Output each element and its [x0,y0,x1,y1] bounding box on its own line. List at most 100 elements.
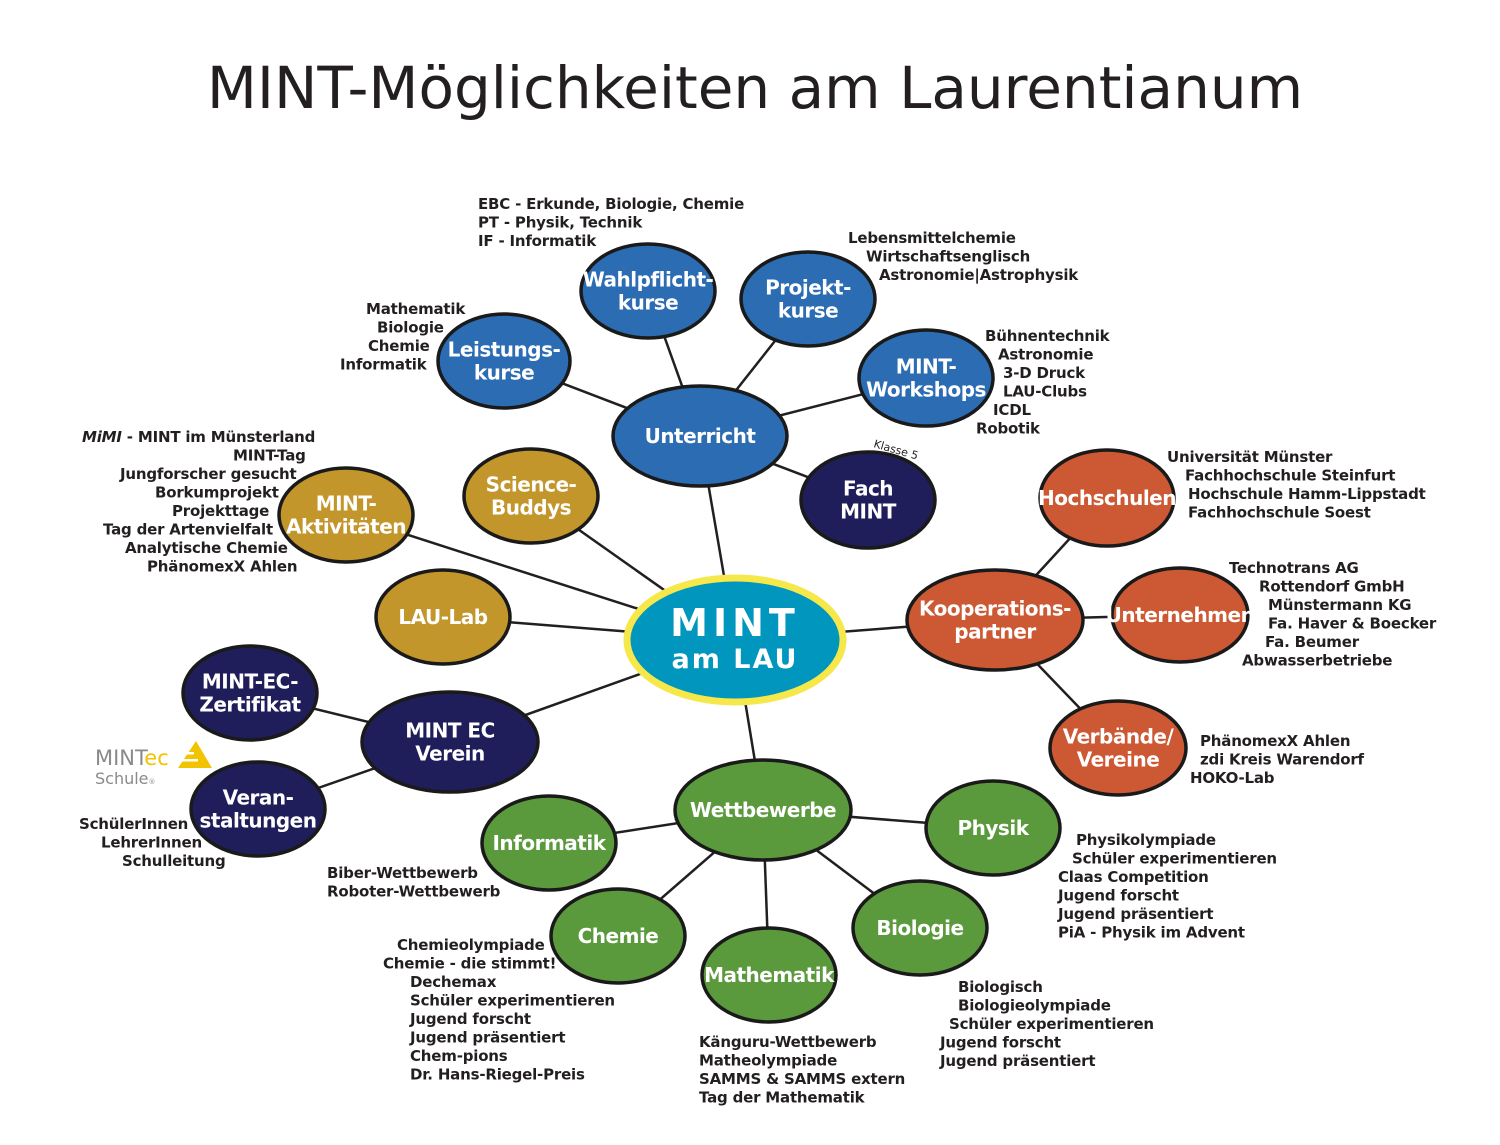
detail-line: Claas Competition [1058,868,1209,886]
detail-line-text: Projekttage [172,502,269,520]
node-verbaende: Verbände/Vereine [1048,699,1188,797]
node-label: Unternehmen [1106,603,1255,627]
detail-line-text: Jugend präsentiert [1057,905,1213,923]
node-label: MINT [840,500,897,524]
detail-line: MiMI - MINT im Münsterland [82,428,315,446]
detail-line-text: Claas Competition [1058,868,1209,886]
detail-line-text: Hochschule Hamm-Lippstadt [1188,485,1426,503]
detail-line-text: Universität Münster [1167,448,1333,466]
node-ellipse [277,466,415,564]
detail-line-text: 3-D Druck [1003,364,1086,382]
detail-line-text: Fachhochschule Steinfurt [1185,467,1395,485]
detail-line-text: Borkumprojekt [155,484,279,502]
node-label: MINT- [316,492,377,516]
node-ellipse [905,568,1085,672]
mintec-logo: MINTec Schule® [95,741,212,788]
svg-text:Schule®: Schule® [95,769,156,788]
node-biologie: Biologie [851,879,989,977]
detail-line: Chemieolympiade [397,936,545,954]
node-physik: Physik [924,779,1062,877]
node-ellipse [851,879,989,977]
node-label: Vereine [1077,748,1160,772]
detail-line: Hochschule Hamm-Lippstadt [1188,485,1426,503]
node-label: Fach [843,477,893,501]
detail-line: Borkumprojekt [155,484,279,502]
node-ellipse [673,758,853,862]
detail-line: PhänomexX Ahlen [147,558,297,576]
node-label: Hochschulen [1038,486,1176,510]
detail-line-text: ICDL [993,401,1031,419]
node-aktiv: MINT-Aktivitäten [277,466,415,564]
detail-line: Lebensmittelchemie [848,229,1016,247]
detail-line-text: Biologieolympiade [958,997,1111,1015]
detail-line: Robotik [976,420,1041,438]
detail-line-text: Robotik [976,420,1041,438]
node-science: Science-Buddys [462,447,600,545]
detail-line: Jugend forscht [1057,887,1179,905]
detail-line: LehrerInnen [101,834,202,852]
detail-line: Matheolympiade [699,1052,837,1070]
detail-line: Roboter-Wettbewerb [327,883,501,901]
node-workshops: MINT-Workshops [857,328,995,428]
node-label: staltungen [200,809,317,833]
center-node: MINT am LAU [623,574,847,706]
nodes: UnterrichtWahlpflicht-kurseProjekt-kurse… [181,242,1255,1024]
italic-prefix: MiMI [82,428,122,446]
detail-line-text: Wirtschaftsenglisch [866,248,1030,266]
detail-line-text: Jugend forscht [939,1034,1061,1052]
detail-line: Wirtschaftsenglisch [866,248,1030,266]
detail-line-text: Chemie - die stimmt! [383,955,556,973]
node-ellipse [549,887,687,985]
node-ellipse [462,447,600,545]
detail-line: IF - Informatik [478,232,597,250]
node-label: Leistungs- [448,338,561,362]
detail-line: ICDL [993,401,1031,419]
detail-line-text: PT - Physik, Technik [478,214,643,232]
detail-line: Informatik [340,356,428,374]
node-label: LAU-Lab [398,605,487,629]
detail-line: Abwasserbetriebe [1242,652,1392,670]
node-ellipse [436,312,572,410]
detail-line-text: HOKO-Lab [1190,769,1275,787]
detail-line-text: Känguru-Wettbewerb [699,1033,877,1051]
detail-line: Universität Münster [1167,448,1333,466]
page-title: MINT-Möglichkeiten am Laurentianum [207,54,1303,122]
detail-line-text: Physikolympiade [1076,831,1216,849]
node-label: Wettbewerbe [690,798,836,822]
node-ellipse [360,690,540,794]
detail-line: Technotrans AG [1229,559,1359,577]
detail-line-text: Fachhochschule Soest [1188,504,1371,522]
detail-line-text: - MINT im Münsterland [122,428,315,446]
center-ellipse [623,574,847,706]
node-wettbewerbe: Wettbewerbe [673,758,853,862]
detail-line-text: Jugend präsentiert [409,1029,565,1047]
node-ellipse [857,328,995,428]
detail-line: 3-D Druck [1003,364,1086,382]
detail-line: Biologie [377,319,444,337]
detail-line: Schüler experimentieren [410,992,615,1010]
detail-line: PT - Physik, Technik [478,214,643,232]
node-label: Biologie [876,916,963,940]
detail-line: PhänomexX Ahlen [1200,732,1350,750]
aktiv-text: MiMI - MINT im MünsterlandMINT-TagJungfo… [82,428,315,576]
detail-line-text: Jugend forscht [1057,887,1179,905]
node-ellipse [579,242,717,340]
detail-line: Tag der Mathematik [699,1089,866,1107]
detail-line-text: Biologisch [958,978,1043,996]
detail-line: Chem-pions [410,1047,508,1065]
node-label: MINT- [896,355,957,379]
detail-line: SchülerInnen [79,815,188,833]
detail-line-text: PiA - Physik im Advent [1058,924,1245,942]
node-mathematik: Mathematik [700,926,838,1024]
node-label: Kooperations- [919,597,1071,621]
logo-mark: ® [149,778,156,786]
detail-line: HOKO-Lab [1190,769,1275,787]
